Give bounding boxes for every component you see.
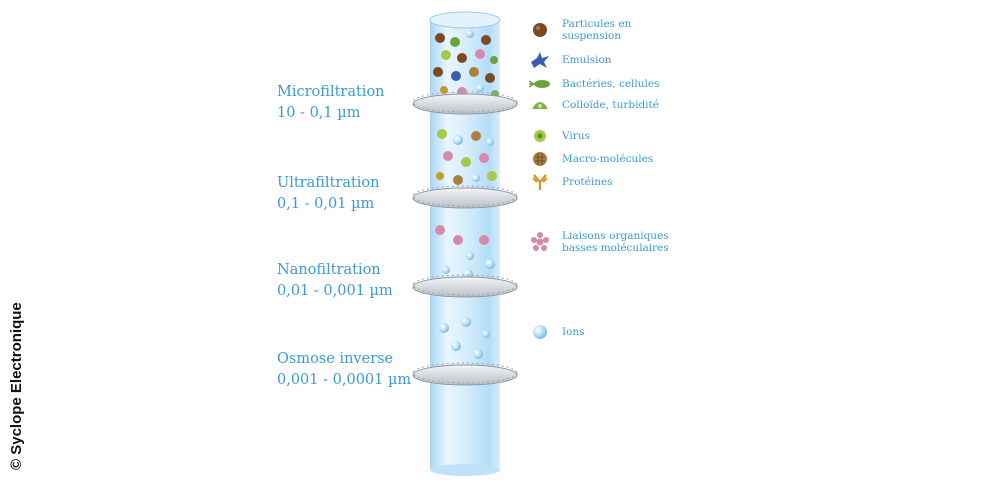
stage-name: Osmose inverse: [277, 351, 394, 367]
legend-label: Protéines: [562, 176, 613, 188]
ultra-feed-particles: [436, 129, 497, 185]
legend-label: Liaisons organiques: [562, 230, 669, 242]
stage-range: 0,001 - 0,0001 µm: [277, 372, 412, 388]
stage-reverse-osmosis: Osmose inverse 0,001 - 0,0001 µm: [277, 349, 411, 391]
legend-label: Ions: [562, 326, 585, 338]
legend-label: Colloïde, turbidité: [562, 99, 659, 111]
stage-range: 0,1 - 0,01 µm: [277, 196, 375, 212]
copyright-credit: © Syclope Electronique: [8, 302, 25, 470]
microfiltration-membrane: [412, 91, 518, 115]
legend-label-2: suspension: [562, 30, 622, 42]
stage-range: 10 - 0,1 µm: [277, 105, 361, 121]
ultrafiltration-membrane: [412, 185, 518, 209]
legend-label-2: basses moléculaires: [562, 242, 669, 254]
stage-ultrafiltration: Ultrafiltration 0,1 - 0,01 µm: [277, 173, 380, 215]
emulsion-icon: [531, 52, 549, 68]
macromolecule-icon: [533, 152, 547, 166]
nanofiltration-membrane: [412, 274, 518, 298]
ro-feed-particles: [439, 317, 490, 359]
stage-nanofiltration: Nanofiltration 0,01 - 0,001 µm: [277, 260, 393, 302]
nano-feed-particles: [435, 225, 495, 279]
protein-icon: [532, 174, 548, 190]
colloid-icon: [532, 102, 548, 109]
stage-name: Nanofiltration: [277, 262, 381, 278]
bacteria-icon: [528, 80, 550, 88]
legend-label: Virus: [562, 130, 590, 142]
ion-icon: [533, 325, 547, 339]
stage-microfiltration: Microfiltration 10 - 0,1 µm: [277, 82, 385, 124]
legend-label: Emulsion: [562, 54, 612, 66]
reverse-osmosis-membrane: [412, 362, 518, 386]
stage-name: Ultrafiltration: [277, 175, 380, 191]
legend-label: Bactéries, cellules: [562, 78, 660, 90]
virus-icon: [534, 130, 546, 142]
legend-label: Particules en: [562, 18, 632, 30]
organic-link-icon: [531, 232, 549, 251]
brown-particle-icon: [533, 23, 547, 37]
stage-name: Microfiltration: [277, 84, 385, 100]
filtration-column: [412, 11, 518, 476]
legend-label: Macro-molécules: [562, 153, 654, 165]
stage-range: 0,01 - 0,001 µm: [277, 283, 393, 299]
